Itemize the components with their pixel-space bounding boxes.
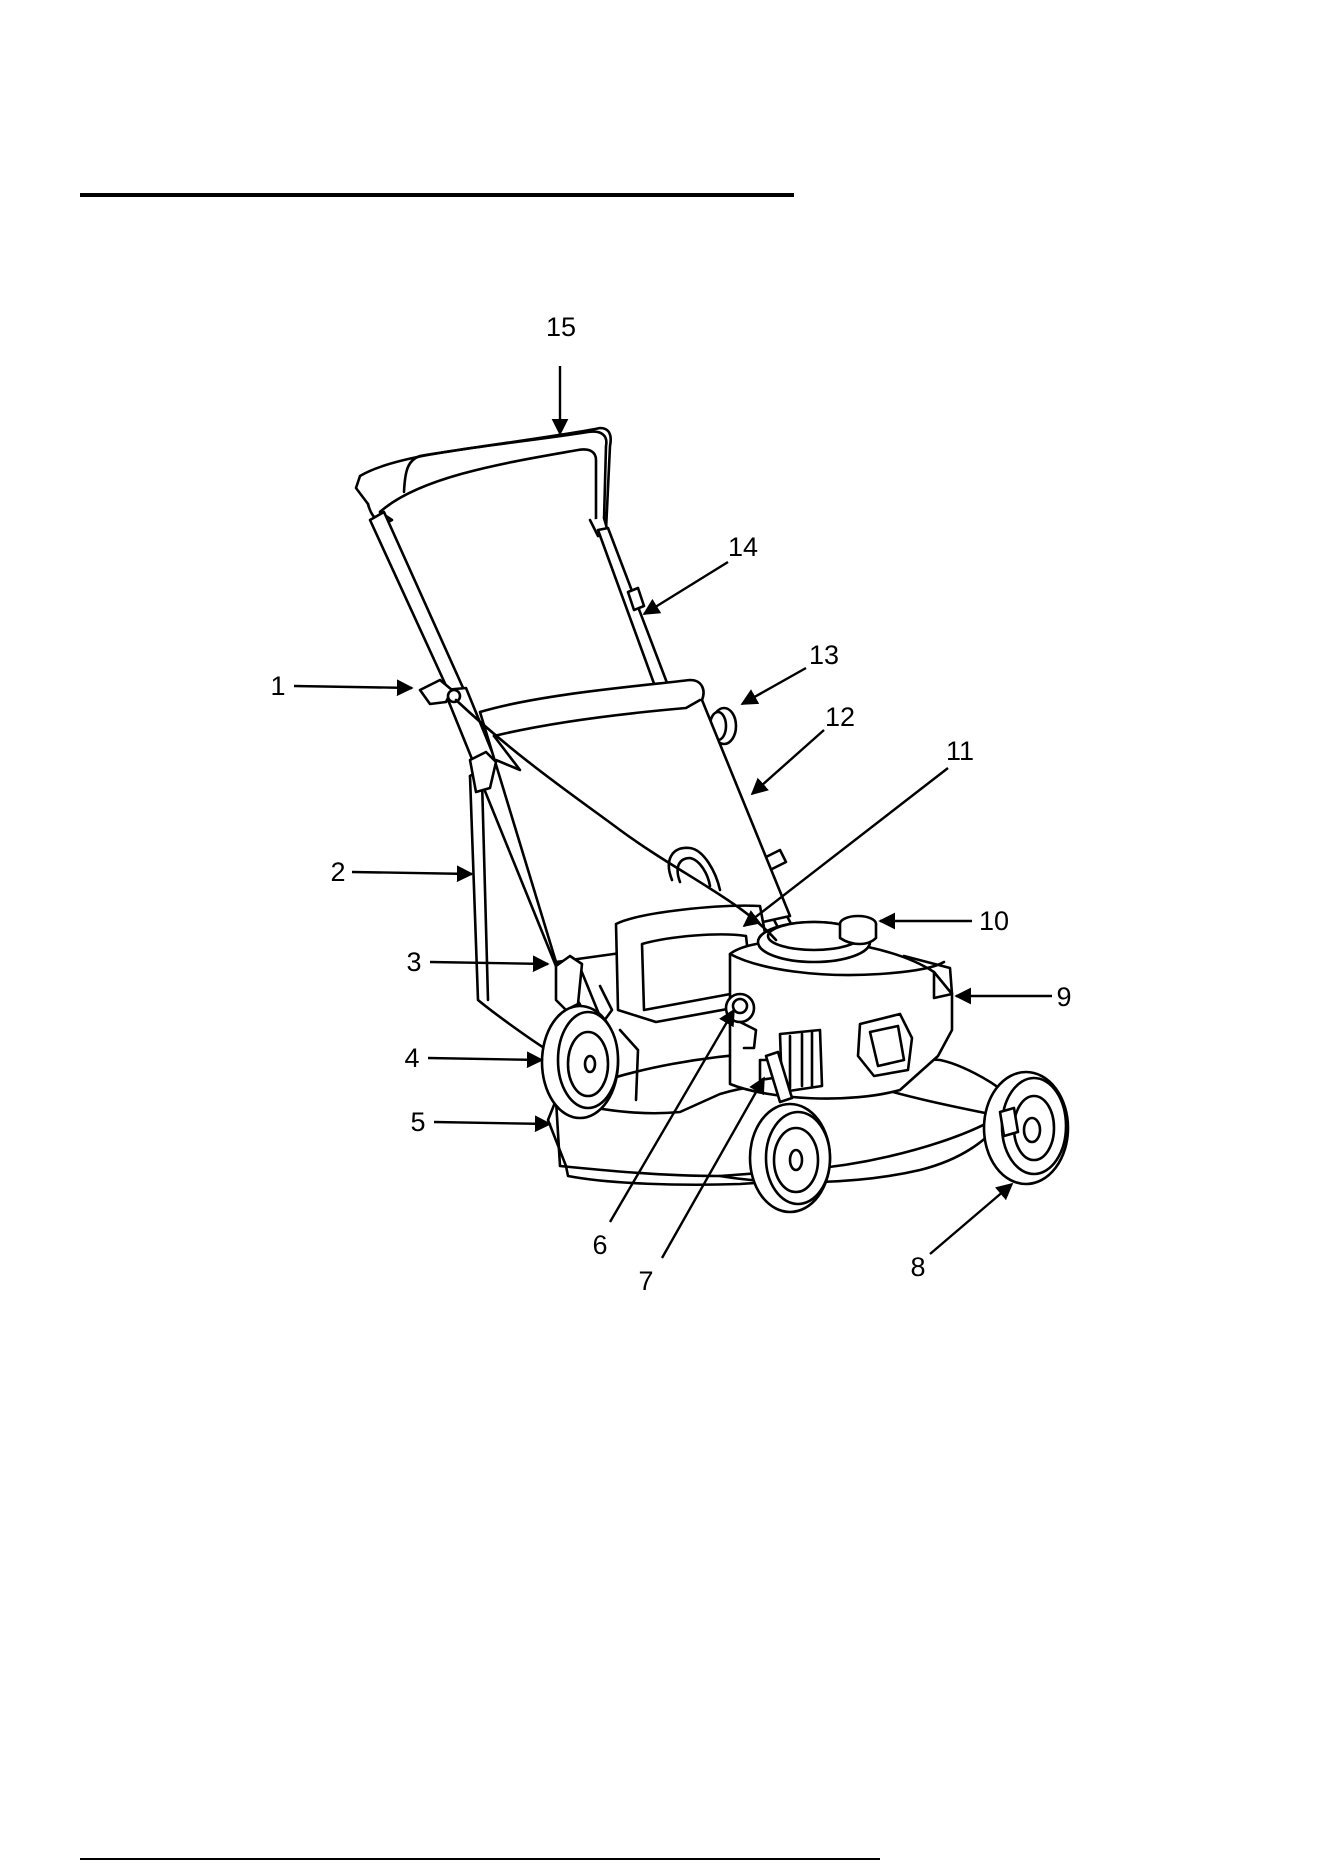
front-left-wheel	[750, 1104, 830, 1212]
callout-11: 11	[946, 736, 974, 766]
fuel-cap	[840, 916, 876, 944]
callout-6: 6	[592, 1230, 607, 1260]
callout-2: 2	[330, 857, 345, 887]
engine	[730, 940, 952, 1099]
callout-12: 12	[825, 702, 855, 732]
front-right-wheel	[984, 1072, 1068, 1184]
callout-8: 8	[910, 1252, 925, 1282]
callout-7: 7	[638, 1266, 653, 1296]
left-handle-tube	[370, 512, 464, 690]
callout-15: 15	[546, 312, 576, 342]
callout-5: 5	[410, 1107, 425, 1137]
callout-4: 4	[404, 1043, 419, 1073]
mower-illustration	[356, 428, 1068, 1212]
callout-14: 14	[728, 532, 758, 562]
right-handle-tube	[598, 528, 672, 700]
upper-handle	[356, 428, 611, 536]
callout-3: 3	[406, 947, 421, 977]
callout-1: 1	[270, 671, 285, 701]
callout-10: 10	[979, 906, 1009, 936]
callout-9: 9	[1056, 982, 1071, 1012]
callout-13: 13	[809, 640, 839, 670]
